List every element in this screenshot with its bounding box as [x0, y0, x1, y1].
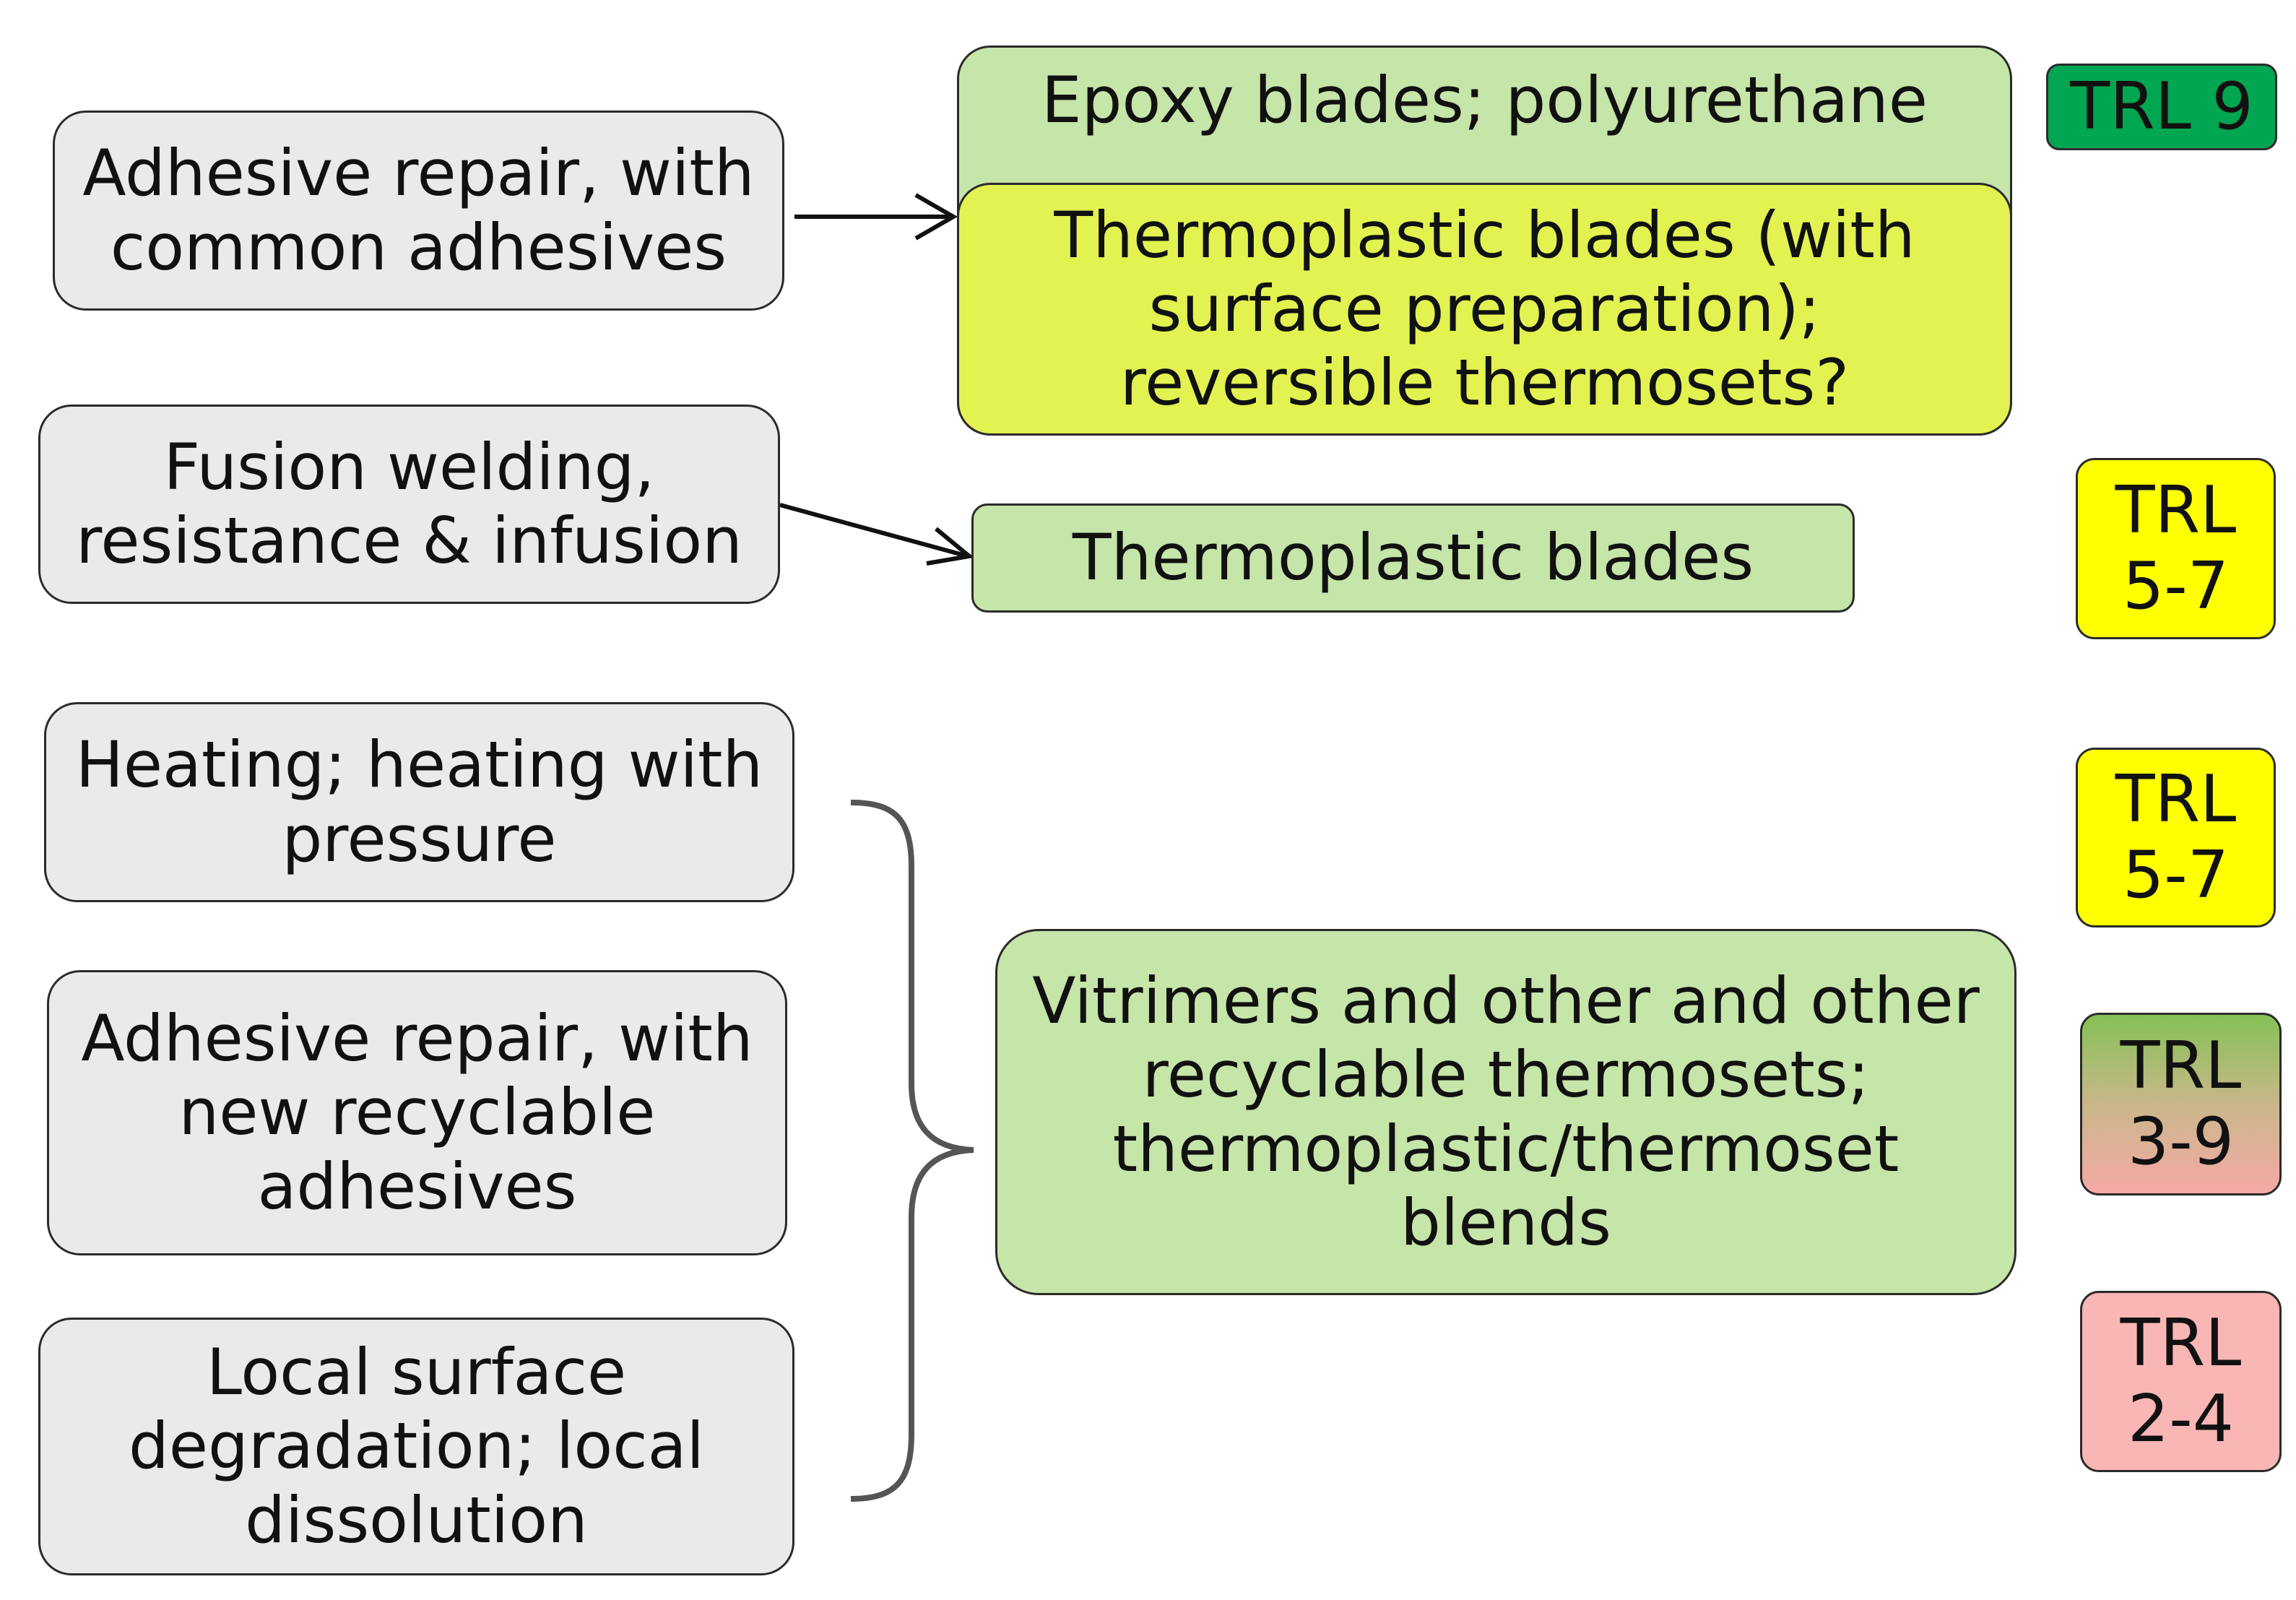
method-fusion-welding: Fusion welding, resistance & infusion	[38, 405, 780, 604]
material-thermoplastic-prep: Thermoplastic blades (with surface prepa…	[957, 183, 2012, 436]
trl-badge-3-9: TRL 3-9	[2080, 1013, 2282, 1195]
trl-badge-2-4: TRL 2-4	[2080, 1291, 2282, 1472]
trl-label: TRL 5-7	[2115, 472, 2237, 624]
trl-badge-5-7: TRL 5-7	[2076, 458, 2276, 639]
arrow-fusion-to-thermoplastic	[779, 503, 974, 566]
method-heating: Heating; heating with pressure	[44, 702, 794, 902]
method-label: Adhesive repair, with common adhesives	[82, 136, 755, 285]
trl-badge-9: TRL 9	[2046, 64, 2277, 150]
method-local-degradation: Local surface degradation; local dissolu…	[38, 1318, 794, 1575]
trl-label: TRL 9	[2070, 68, 2253, 144]
method-label: Local surface degradation; local dissolu…	[129, 1335, 704, 1557]
method-adhesive-common: Adhesive repair, with common adhesives	[53, 111, 784, 311]
curly-brace	[850, 800, 974, 1502]
trl-label: TRL 5-7	[2115, 761, 2237, 913]
trl-label: TRL 3-9	[2120, 1028, 2242, 1180]
material-label: Vitrimers and other and other recyclable…	[1032, 964, 1980, 1260]
material-label: Thermoplastic blades	[1072, 520, 1754, 595]
material-label: Thermoplastic blades (with surface prepa…	[1054, 197, 1915, 420]
method-adhesive-recyclable: Adhesive repair, with new recyclable adh…	[47, 970, 787, 1255]
material-label: Epoxy blades; polyurethane	[1041, 63, 1928, 137]
method-label: Fusion welding, resistance & infusion	[76, 429, 742, 578]
method-label: Adhesive repair, with new recyclable adh…	[81, 1001, 753, 1224]
method-label: Heating; heating with pressure	[75, 727, 763, 876]
arrow-adhesive-to-epoxy	[794, 193, 958, 241]
trl-label: TRL 2-4	[2120, 1305, 2242, 1457]
material-thermoplastic: Thermoplastic blades	[971, 503, 1855, 613]
trl-badge-5-7-second: TRL 5-7	[2076, 748, 2276, 927]
material-vitrimers: Vitrimers and other and other recyclable…	[995, 929, 2016, 1295]
